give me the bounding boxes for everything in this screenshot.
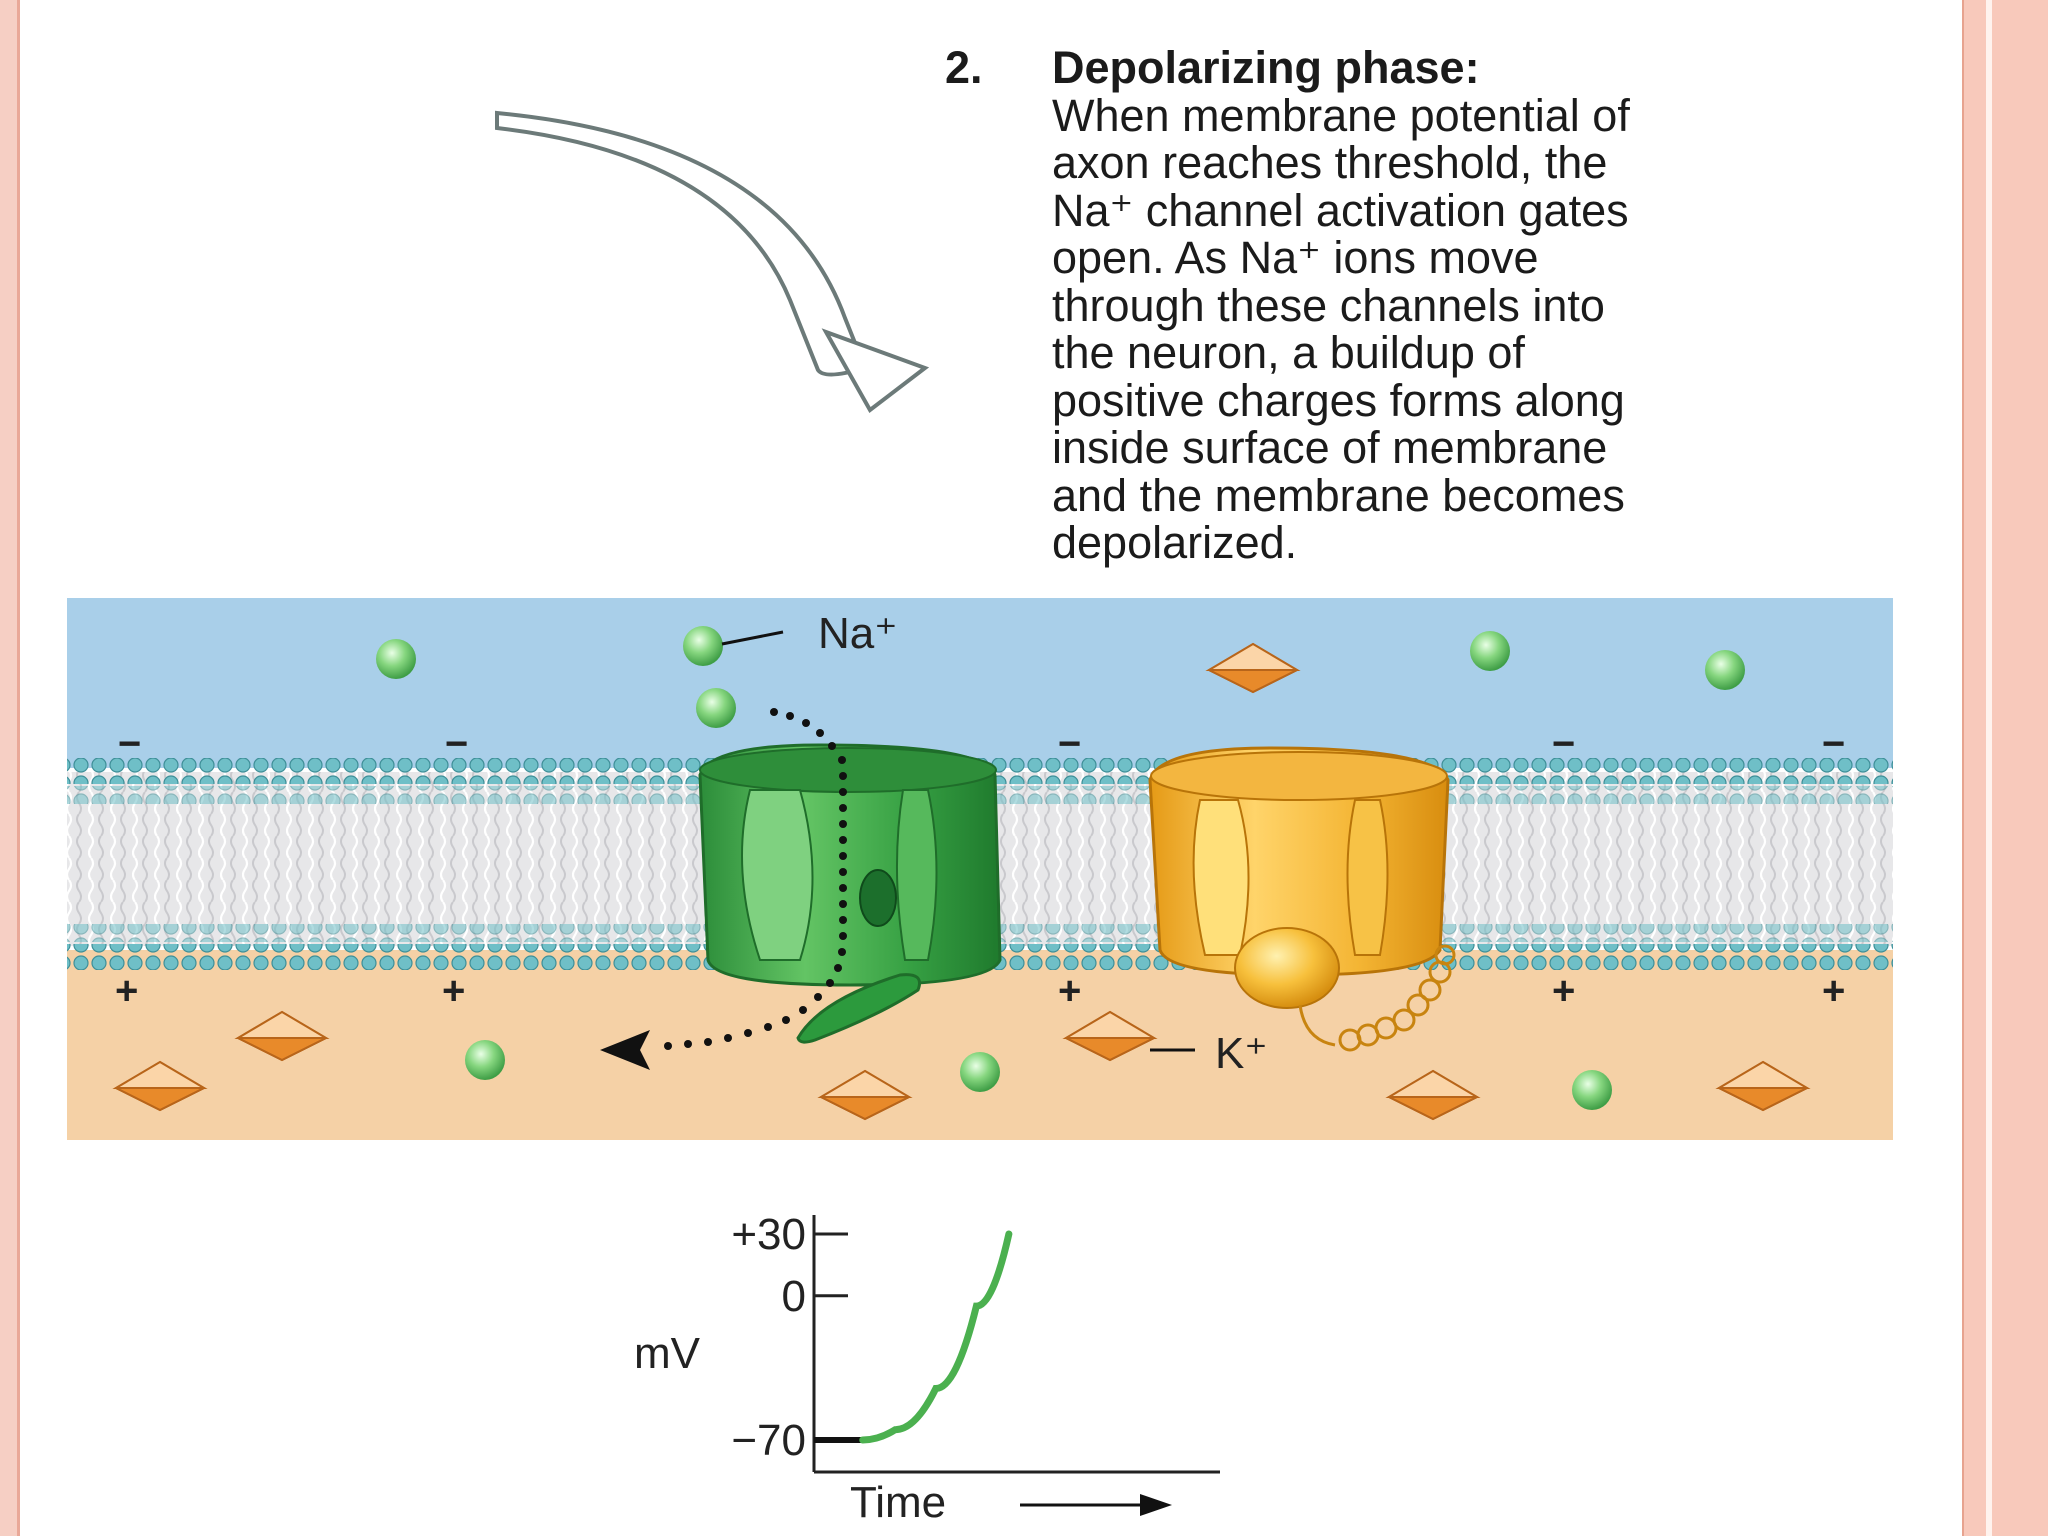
inside-charge: +: [115, 969, 138, 1013]
chart-x-arrow-icon: [1140, 1494, 1172, 1516]
inside-charge: +: [1552, 969, 1575, 1013]
potassium-ion: [817, 1069, 913, 1121]
outside-charge: −: [445, 722, 468, 766]
chart-y-tick-label: 0: [782, 1272, 806, 1321]
activation-gate: [796, 973, 921, 1044]
sodium-ion: [376, 639, 416, 679]
outside-charge: −: [1822, 722, 1845, 766]
sodium-flow-path: [600, 708, 847, 1070]
chart-y-tick-label: −70: [731, 1416, 806, 1465]
k-ion-label: K⁺: [1215, 1029, 1268, 1078]
sodium-ion: [1572, 1070, 1612, 1110]
na-leader-line: [721, 630, 784, 646]
phase-description: When membrane potential of axon reaches …: [1052, 89, 1630, 568]
potassium-ion: [1205, 642, 1301, 694]
slide-frame-left: [0, 0, 20, 1536]
chart-y-tick-label: +30: [731, 1210, 806, 1259]
outside-charge: −: [118, 722, 141, 766]
chart-x-label: Time: [850, 1478, 946, 1527]
curved-arrow-icon: [495, 110, 930, 413]
extracellular-fluid: [67, 598, 1893, 768]
sodium-ion: [683, 626, 723, 666]
inside-charge: +: [1822, 969, 1845, 1013]
potassium-ion: [112, 1060, 208, 1112]
phase-number: 2.: [945, 42, 983, 93]
phase-heading: Depolarizing phase:: [1052, 42, 1480, 93]
depolarization-curve: [859, 1230, 1013, 1444]
sodium-ion: [465, 1040, 505, 1080]
sodium-ions: [376, 626, 1745, 1110]
ball-and-chain-gate: [1234, 927, 1340, 1009]
sodium-ion: [1470, 631, 1510, 671]
sodium-channel: [698, 743, 1002, 1044]
inside-charge: +: [442, 969, 465, 1013]
potential-chart: +30 0 −70 mV Time: [634, 1210, 1220, 1527]
outside-charge: −: [1552, 722, 1575, 766]
na-ion-label: Na⁺: [818, 609, 897, 658]
sodium-ion: [696, 688, 736, 728]
outside-charge: −: [1058, 722, 1081, 766]
potassium-ion: [1385, 1069, 1481, 1121]
sodium-ion: [960, 1052, 1000, 1092]
slide-frame-right: [1962, 0, 2048, 1536]
flow-arrowhead-icon: [600, 1030, 650, 1070]
potassium-ion: [234, 1010, 330, 1062]
cytoplasm: [67, 950, 1893, 1140]
potassium-ions: [112, 642, 1811, 1121]
chain-icon: [1298, 944, 1456, 1052]
potassium-channel: [1148, 746, 1456, 1052]
slide-frame-right-stripe: [1986, 0, 1992, 1536]
potassium-ion: [1062, 1010, 1158, 1062]
chart-y-label: mV: [634, 1329, 701, 1378]
inactivation-gate: [859, 869, 897, 927]
sodium-ion: [1705, 650, 1745, 690]
inside-charge: +: [1058, 969, 1081, 1013]
potassium-ion: [1715, 1060, 1811, 1112]
